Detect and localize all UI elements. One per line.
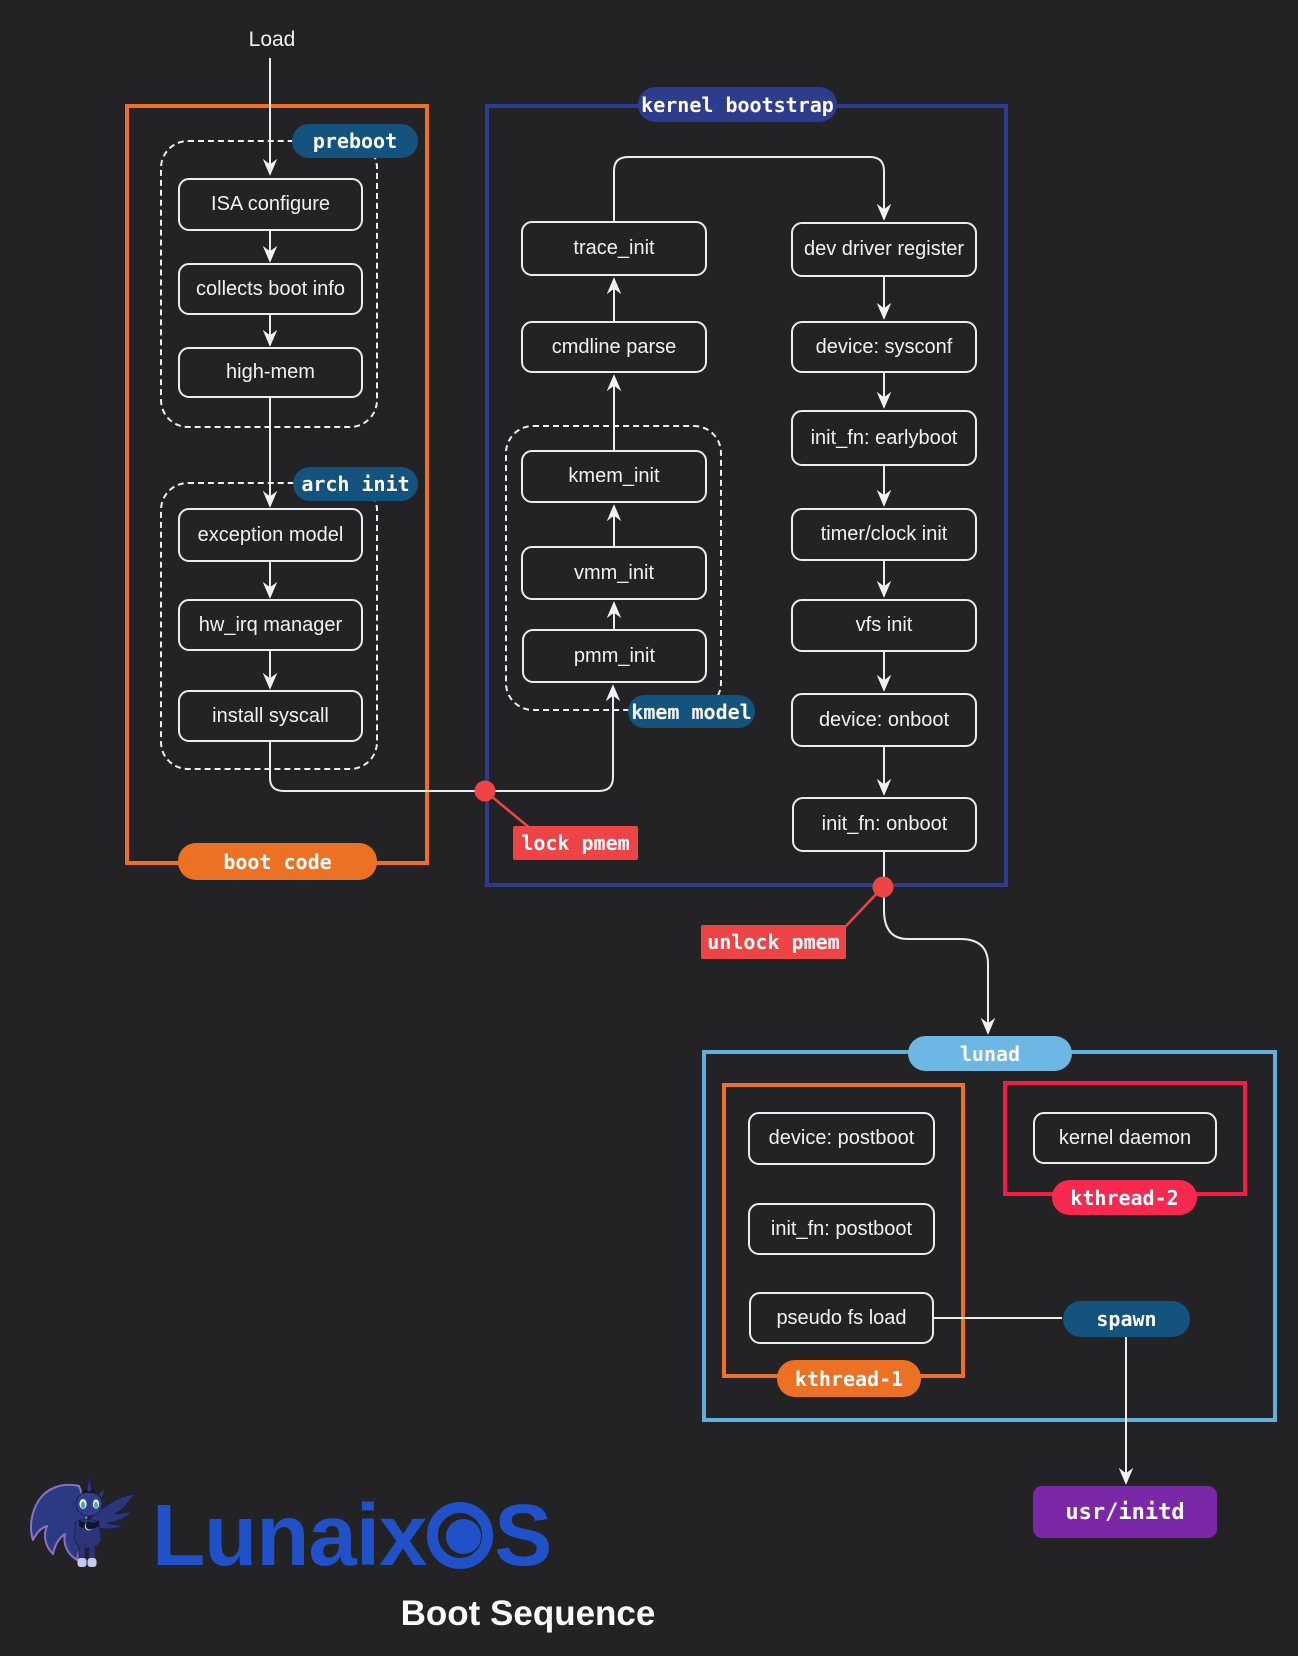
pill-boot-code: boot code bbox=[178, 843, 377, 880]
node-pseudo-fs-load: pseudo fs load bbox=[749, 1292, 934, 1344]
node-device-onboot: device: onboot bbox=[791, 693, 977, 747]
mascot-right-wing bbox=[88, 1493, 137, 1530]
luna-mascot bbox=[30, 1475, 137, 1567]
node-init-fn-earlyboot: init_fn: earlyboot bbox=[791, 410, 977, 466]
node-device-postboot: device: postboot bbox=[748, 1112, 935, 1165]
node-cmdline-parse: cmdline parse bbox=[521, 321, 707, 373]
node-dev-driver-register: dev driver register bbox=[791, 222, 977, 277]
pill-kmem-model: kmem model bbox=[628, 695, 755, 728]
logo-lunaixos: Lunaix S bbox=[152, 1487, 552, 1584]
node-timer-clock-init: timer/clock init bbox=[791, 508, 977, 561]
tag-lock-pmem: lock pmem bbox=[513, 826, 638, 860]
node-collects-boot-info: collects boot info bbox=[178, 263, 363, 315]
mascot-body bbox=[73, 1519, 102, 1561]
tag-unlock-pmem: unlock pmem bbox=[701, 925, 846, 959]
node-vmm-init: vmm_init bbox=[521, 546, 707, 600]
pill-lunad: lunad bbox=[908, 1036, 1072, 1071]
mascot-iris bbox=[81, 1501, 85, 1509]
mascot-hoof bbox=[87, 1558, 97, 1567]
node-kmem-init: kmem_init bbox=[521, 450, 707, 503]
mascot-crown bbox=[81, 1488, 96, 1493]
pill-kernel-bootstrap: kernel bootstrap bbox=[638, 87, 837, 122]
mascot-iris bbox=[94, 1501, 98, 1509]
unlock-pmem-leader-line bbox=[844, 886, 884, 928]
mascot-crescent bbox=[84, 1522, 93, 1531]
pill-preboot: preboot bbox=[292, 124, 418, 158]
node-device-sysconf: device: sysconf bbox=[791, 321, 977, 373]
pill-arch-init: arch init bbox=[293, 467, 418, 501]
mascot-ear bbox=[99, 1489, 104, 1497]
node-kernel-daemon: kernel daemon bbox=[1033, 1112, 1217, 1164]
mascot-hoof bbox=[77, 1558, 87, 1567]
node-hw-irq-manager: hw_irq manager bbox=[178, 599, 363, 651]
node-exception-model: exception model bbox=[178, 508, 363, 562]
node-install-syscall: install syscall bbox=[178, 690, 363, 742]
mascot-pendant bbox=[84, 1521, 94, 1531]
node-init-fn-postboot: init_fn: postboot bbox=[748, 1203, 935, 1255]
logo-moon-o-icon bbox=[427, 1502, 494, 1569]
diagram-subtitle: Boot Sequence bbox=[400, 1594, 656, 1633]
pill-kthread-1: kthread-1 bbox=[777, 1360, 921, 1397]
mascot-mane bbox=[30, 1483, 88, 1561]
node-high-mem: high-mem bbox=[178, 347, 363, 398]
node-vfs-init: vfs init bbox=[791, 599, 977, 652]
node-trace-init: trace_init bbox=[521, 221, 707, 276]
node-init-fn-onboot: init_fn: onboot bbox=[792, 797, 977, 852]
mascot-horn bbox=[86, 1475, 93, 1493]
pill-spawn: spawn bbox=[1063, 1301, 1190, 1337]
node-usr-initd: usr/initd bbox=[1033, 1486, 1217, 1538]
node-isa-configure: ISA configure bbox=[178, 178, 363, 231]
logo-text-prefix: Lunaix bbox=[152, 1487, 427, 1584]
logo-text-suffix: S bbox=[494, 1487, 552, 1584]
node-pmm-init: pmm_init bbox=[522, 629, 707, 683]
start-label: Load bbox=[248, 28, 296, 51]
pill-kthread-2: kthread-2 bbox=[1052, 1180, 1197, 1215]
